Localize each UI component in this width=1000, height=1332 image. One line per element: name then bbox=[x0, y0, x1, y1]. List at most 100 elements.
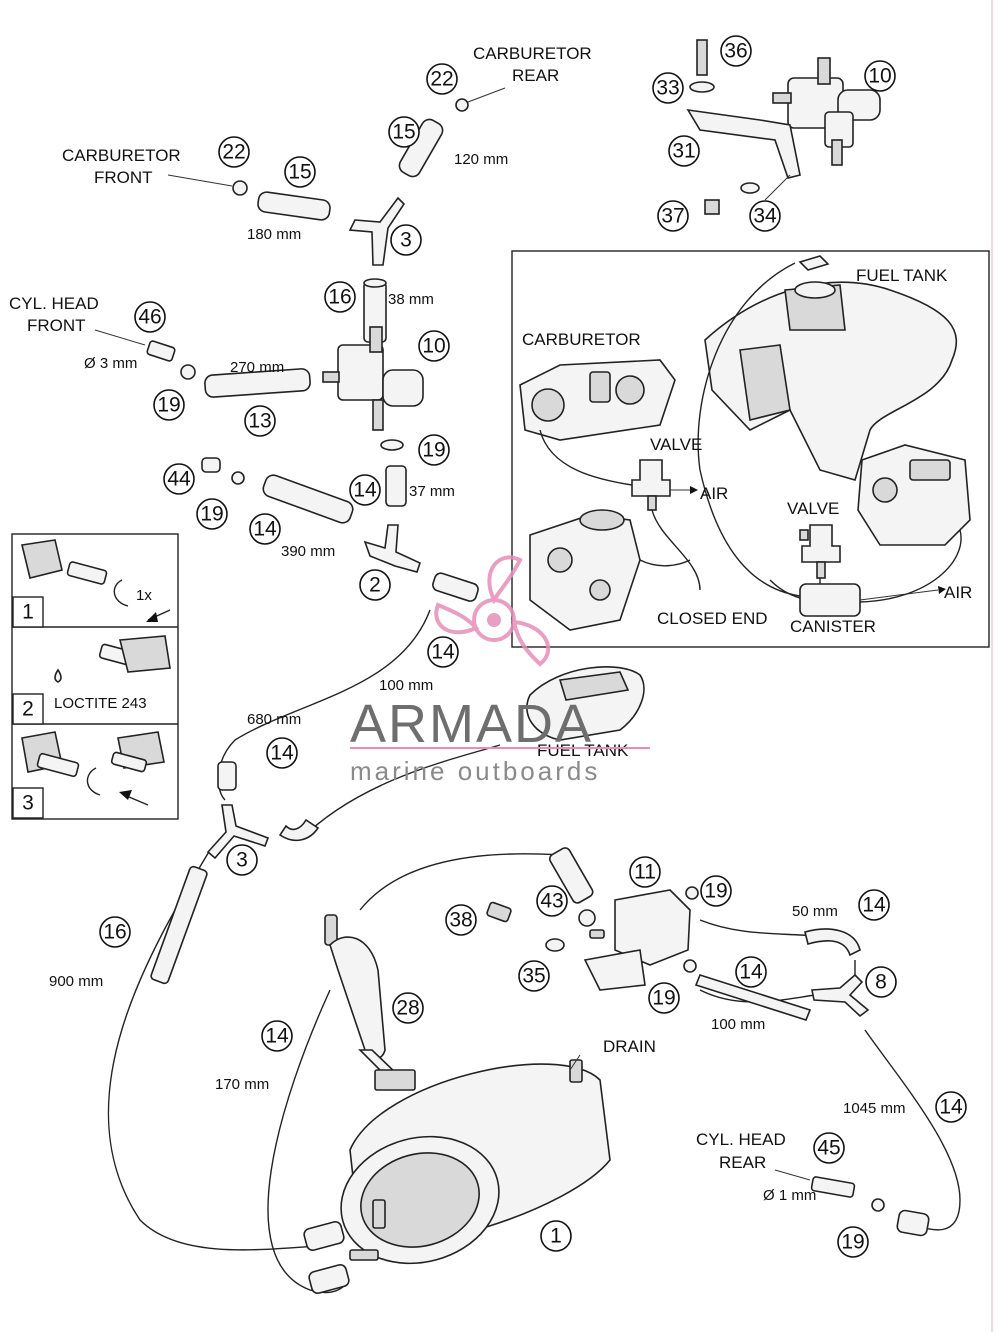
callout-22-rear: 22 bbox=[426, 63, 458, 95]
svg-text:16: 16 bbox=[328, 286, 351, 309]
dim-180mm: 180 mm bbox=[247, 226, 301, 243]
svg-text:22: 22 bbox=[430, 68, 453, 91]
svg-text:3: 3 bbox=[236, 849, 248, 872]
inset-engine-drawing bbox=[529, 509, 641, 631]
callout-8: 8 bbox=[865, 966, 897, 998]
label-diameter-1mm: Ø 1 mm bbox=[763, 1187, 816, 1204]
callout-1: 1 bbox=[540, 1220, 572, 1252]
svg-text:22: 22 bbox=[222, 141, 245, 164]
svg-text:14: 14 bbox=[739, 961, 763, 984]
callout-28: 28 bbox=[392, 992, 424, 1024]
label-carburetor-rear-line2: REAR bbox=[512, 66, 559, 85]
callout-3-lower: 3 bbox=[226, 844, 258, 876]
dim-38mm: 38 mm bbox=[388, 291, 434, 308]
svg-text:34: 34 bbox=[753, 205, 777, 228]
svg-text:19: 19 bbox=[704, 880, 727, 903]
inset-label-air-2: AIR bbox=[944, 583, 972, 602]
carbon-canister bbox=[303, 1059, 611, 1294]
inset-valve-1 bbox=[631, 459, 698, 511]
inset-label-closed-end: CLOSED END bbox=[657, 609, 768, 628]
svg-text:14: 14 bbox=[862, 894, 886, 917]
svg-text:19: 19 bbox=[422, 439, 445, 462]
dim-100mm-upper: 100 mm bbox=[379, 677, 433, 694]
vacuum-valve-middle bbox=[146, 326, 424, 431]
svg-text:37: 37 bbox=[661, 205, 684, 228]
label-drain: DRAIN bbox=[603, 1037, 656, 1056]
label-cyl-head-front-line2: FRONT bbox=[27, 316, 86, 335]
inset-canister bbox=[799, 583, 946, 617]
inset-label-carburetor: CARBURETOR bbox=[522, 330, 641, 349]
callout-31: 31 bbox=[668, 135, 700, 167]
fuel-pump-assembly bbox=[486, 847, 870, 1021]
callout-14-g: 14 bbox=[261, 1020, 293, 1052]
callout-36: 36 bbox=[720, 35, 752, 67]
callout-14-a: 14 bbox=[349, 474, 381, 506]
svg-text:8: 8 bbox=[875, 971, 887, 994]
svg-text:10: 10 bbox=[868, 65, 891, 88]
callout-13: 13 bbox=[244, 405, 276, 437]
svg-text:45: 45 bbox=[817, 1137, 840, 1160]
vacuum-valve-assembly-top bbox=[686, 39, 881, 215]
callout-44: 44 bbox=[163, 463, 195, 495]
callout-14-b: 14 bbox=[249, 513, 281, 545]
callout-14-h: 14 bbox=[935, 1091, 967, 1123]
callout-19-e: 19 bbox=[648, 982, 680, 1014]
inset-label-valve-1: VALVE bbox=[650, 435, 702, 454]
step-3: 3 bbox=[12, 731, 165, 819]
watermark-brand: ARMADA bbox=[350, 694, 593, 754]
callout-33: 33 bbox=[652, 72, 684, 104]
inset-cylinder-head-drawing bbox=[857, 444, 971, 546]
fuel-filter bbox=[324, 914, 416, 1091]
label-cyl-head-front-line1: CYL. HEAD bbox=[9, 294, 99, 313]
callout-15-front: 15 bbox=[284, 156, 316, 188]
dim-270mm: 270 mm bbox=[230, 359, 284, 376]
callout-14-d: 14 bbox=[266, 737, 298, 769]
svg-text:14: 14 bbox=[939, 1096, 963, 1119]
svg-text:15: 15 bbox=[288, 161, 311, 184]
assembly-steps-panel: 1 1x 2 LOCTITE 243 3 bbox=[11, 533, 179, 820]
dim-170mm: 170 mm bbox=[215, 1076, 269, 1093]
svg-text:19: 19 bbox=[200, 503, 223, 526]
callout-11: 11 bbox=[629, 856, 661, 888]
lower-y-piece bbox=[150, 761, 320, 985]
svg-text:14: 14 bbox=[253, 518, 277, 541]
svg-text:3: 3 bbox=[400, 229, 412, 252]
dim-680mm: 680 mm bbox=[247, 711, 301, 728]
svg-text:19: 19 bbox=[157, 394, 180, 417]
svg-text:1: 1 bbox=[22, 601, 34, 624]
callouts: 36 10 33 31 37 34 22 15 22 15 3 16 10 46… bbox=[99, 35, 967, 1258]
inset-valve-2 bbox=[799, 524, 841, 579]
dim-100mm-lower: 100 mm bbox=[711, 1016, 765, 1033]
callout-34: 34 bbox=[749, 200, 781, 232]
dim-50mm: 50 mm bbox=[792, 903, 838, 920]
callout-19-d: 19 bbox=[700, 875, 732, 907]
watermark-sub: marine outboards bbox=[350, 756, 600, 786]
step-1: 1 1x bbox=[12, 539, 171, 628]
callout-38: 38 bbox=[445, 904, 477, 936]
inset-label-fuel-tank: FUEL TANK bbox=[856, 266, 948, 285]
system-overview-inset: FUEL TANK CARBURETOR VALVE AIR VALVE AIR… bbox=[511, 250, 990, 648]
callout-19-b: 19 bbox=[418, 434, 450, 466]
fuel-tank-lower-drawing bbox=[526, 666, 645, 741]
dimension-labels: 120 mm 180 mm 38 mm 270 mm 37 mm 390 mm … bbox=[49, 151, 906, 1117]
callout-16-upper: 16 bbox=[324, 281, 356, 313]
label-fuel-tank-lower: FUEL TANK bbox=[537, 741, 629, 760]
inset-label-air-1: AIR bbox=[700, 484, 728, 503]
callout-15-rear: 15 bbox=[388, 116, 420, 148]
svg-text:28: 28 bbox=[396, 997, 419, 1020]
svg-text:11: 11 bbox=[634, 861, 656, 884]
svg-text:13: 13 bbox=[248, 410, 271, 433]
svg-text:44: 44 bbox=[167, 468, 191, 491]
leader-lines bbox=[94, 87, 811, 1181]
svg-text:19: 19 bbox=[652, 987, 675, 1010]
svg-text:1: 1 bbox=[550, 1225, 562, 1248]
callout-46: 46 bbox=[134, 301, 166, 333]
inset-carburetor-drawing bbox=[519, 359, 676, 441]
label-carburetor-front-line2: FRONT bbox=[94, 168, 153, 187]
callout-14-e: 14 bbox=[858, 889, 890, 921]
svg-text:31: 31 bbox=[672, 140, 695, 163]
label-carburetor-rear-line1: CARBURETOR bbox=[473, 44, 592, 63]
dim-37mm: 37 mm bbox=[409, 483, 455, 500]
callout-22-front: 22 bbox=[218, 136, 250, 168]
